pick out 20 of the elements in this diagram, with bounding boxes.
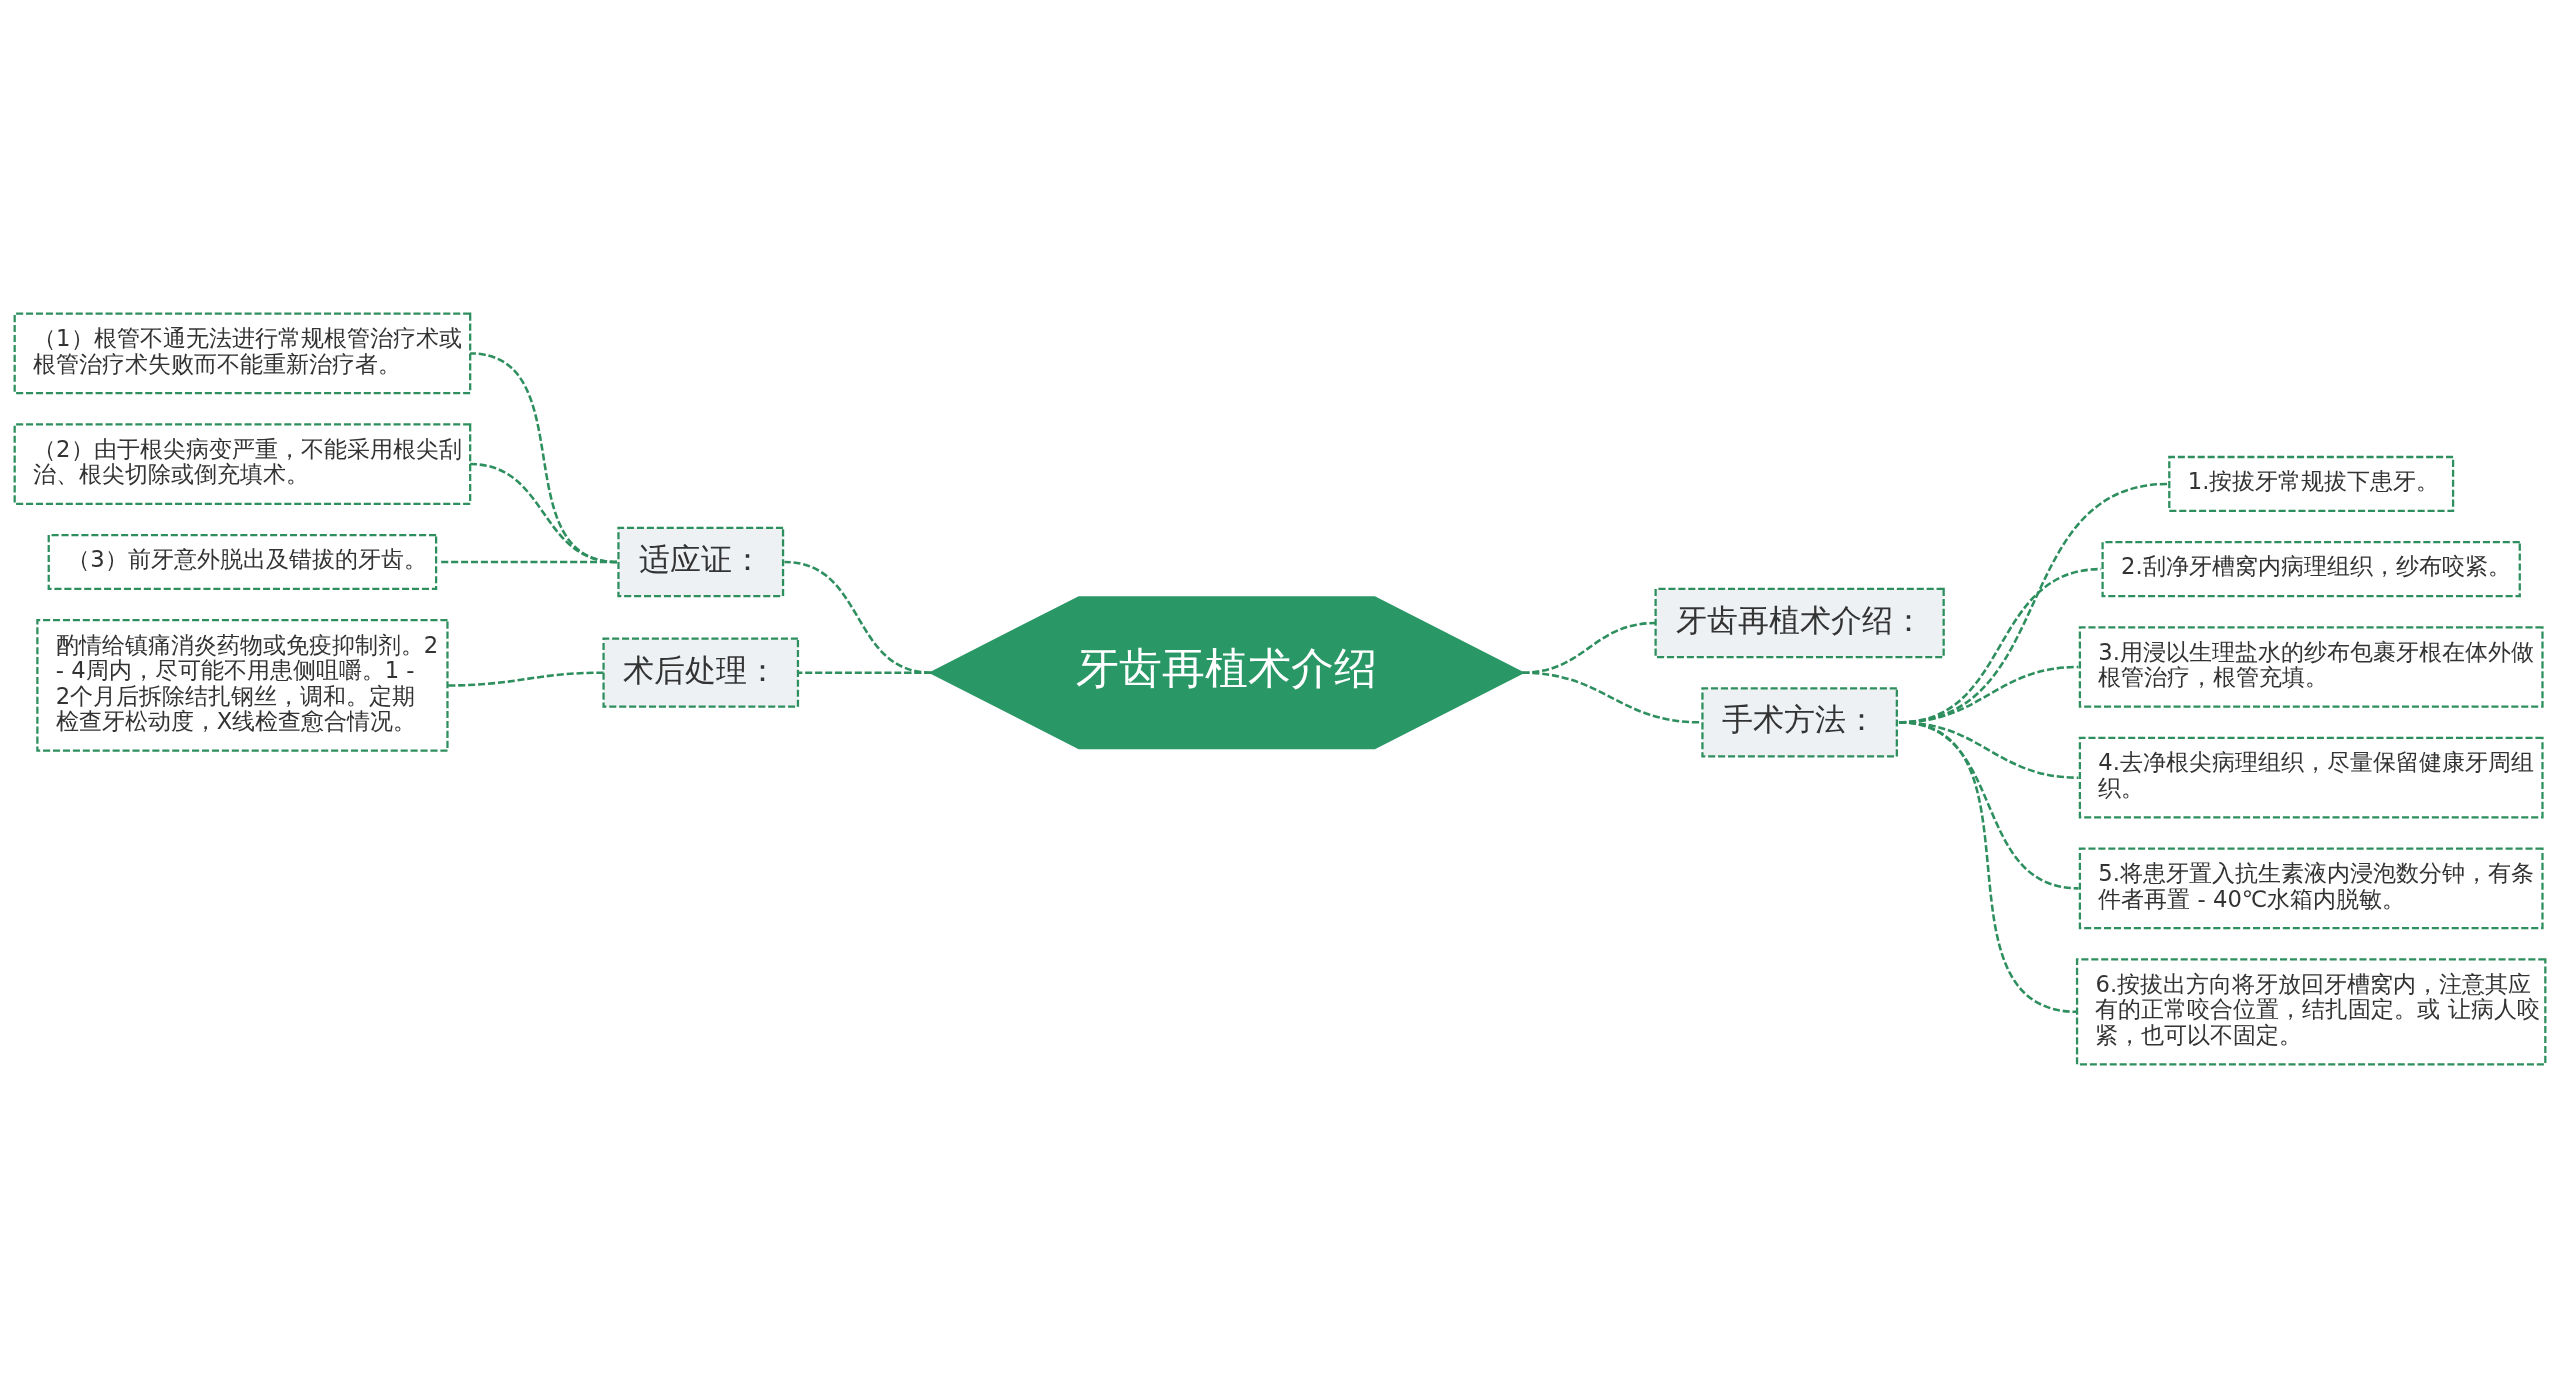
node-box: 手术方法： bbox=[1701, 687, 1898, 758]
node-box: 4.去净根尖病理组织，尽量保留健康牙周组织。 bbox=[2078, 736, 2544, 819]
node-box: （2）由于根尖病变严重，不能采用根尖刮治、根尖切除或倒充填术。 bbox=[13, 423, 472, 505]
connector bbox=[448, 671, 604, 687]
connector bbox=[438, 560, 618, 564]
node-box: 6.按拔出方向将牙放回牙槽窝内，注意其应有的正常咬合位置，结扎固定。或 让病人咬紧，也可以不固定。 bbox=[2075, 958, 2547, 1066]
node-box: 酌情给镇痛消炎药物或免疫抑制剂。2 - 4周内，尽可能不用患侧咀嚼。1 - 2个月后拆除结扎钢丝，调和。定期检查牙松动度，X线检查愈合情况。 bbox=[36, 619, 449, 752]
node-box: 5.将患牙置入抗生素液内浸泡数分钟，有条件者再置 - 40℃水箱内脱敏。 bbox=[2078, 847, 2544, 930]
node-box: （3）前牙意外脱出及错拔的牙齿。 bbox=[47, 533, 438, 591]
node-box: 1.按拔牙常规拔下患牙。 bbox=[2168, 455, 2455, 513]
connector bbox=[797, 671, 932, 674]
node-box: 适应证： bbox=[617, 526, 785, 598]
node-box: 3.用浸以生理盐水的纱布包裹牙根在体外做根管治疗，根管充填。 bbox=[2078, 626, 2544, 708]
connector bbox=[784, 560, 932, 674]
node-box: 牙齿再植术介绍： bbox=[1654, 587, 1945, 659]
connector bbox=[1898, 721, 2078, 1014]
node-box: 术后处理： bbox=[602, 637, 800, 708]
node-box: （1）根管不通无法进行常规根管治疗术或根管治疗术失败而不能重新治疗者。 bbox=[13, 312, 472, 395]
connector bbox=[1522, 671, 1701, 724]
node-box: 2.刮净牙槽窝内病理组织，纱布咬紧。 bbox=[2101, 541, 2521, 598]
